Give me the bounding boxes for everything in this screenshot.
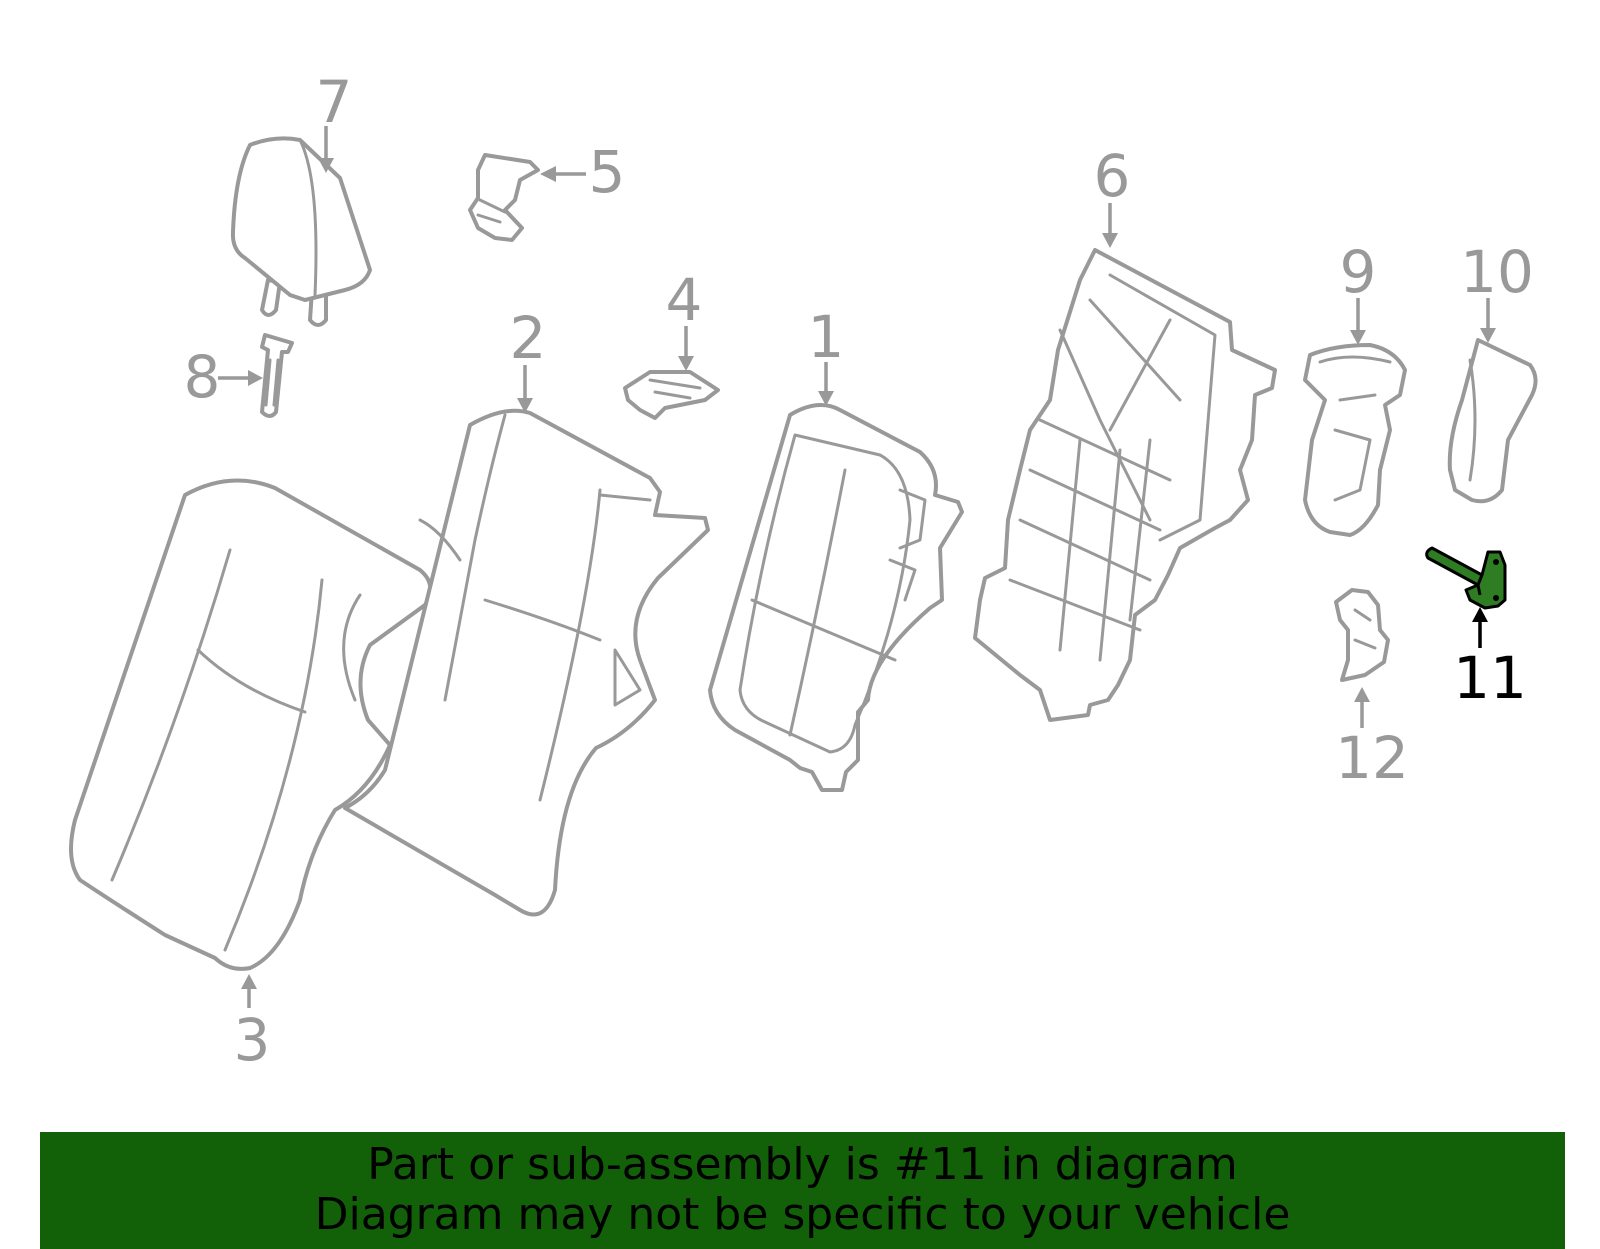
part-11-lever[interactable]: [1425, 546, 1507, 610]
callout-12: 12: [1335, 724, 1409, 792]
callout-1: 1: [808, 303, 845, 371]
callout-2: 2: [510, 304, 547, 372]
part-7-headrest[interactable]: [230, 136, 372, 327]
banner-line-1: Part or sub-assembly is #11 in diagram: [367, 1139, 1238, 1190]
info-banner: Part or sub-assembly is #11 in diagram D…: [40, 1132, 1565, 1249]
part-4-plate[interactable]: [623, 370, 720, 420]
banner-line-2: Diagram may not be specific to your vehi…: [314, 1189, 1291, 1240]
part-8-headrest-guide[interactable]: [260, 333, 294, 418]
part-9-hinge-bracket[interactable]: [1303, 343, 1407, 537]
callout-9: 9: [1340, 238, 1377, 306]
leader-lines: [218, 126, 1496, 1008]
callout-3: 3: [234, 1006, 271, 1074]
part-2-seatback-pad[interactable]: [343, 408, 710, 917]
part-10-cover[interactable]: [1447, 338, 1538, 504]
part-5-bracket[interactable]: [468, 153, 540, 242]
part-1-frame-panel[interactable]: [708, 403, 964, 792]
callout-10: 10: [1460, 238, 1534, 306]
callout-8: 8: [184, 343, 221, 411]
part-3-seatback-cover[interactable]: [69, 478, 433, 971]
callout-11: 11: [1453, 644, 1527, 712]
callout-5: 5: [589, 138, 626, 206]
callout-6: 6: [1094, 142, 1131, 210]
part-12-bracket[interactable]: [1334, 588, 1390, 682]
part-6-rear-frame[interactable]: [973, 248, 1277, 722]
callout-labels: 7 5 8 2 4 1 6 9 10 3 12 11: [184, 68, 1534, 1074]
callout-4: 4: [666, 266, 703, 334]
callout-7: 7: [316, 68, 353, 136]
